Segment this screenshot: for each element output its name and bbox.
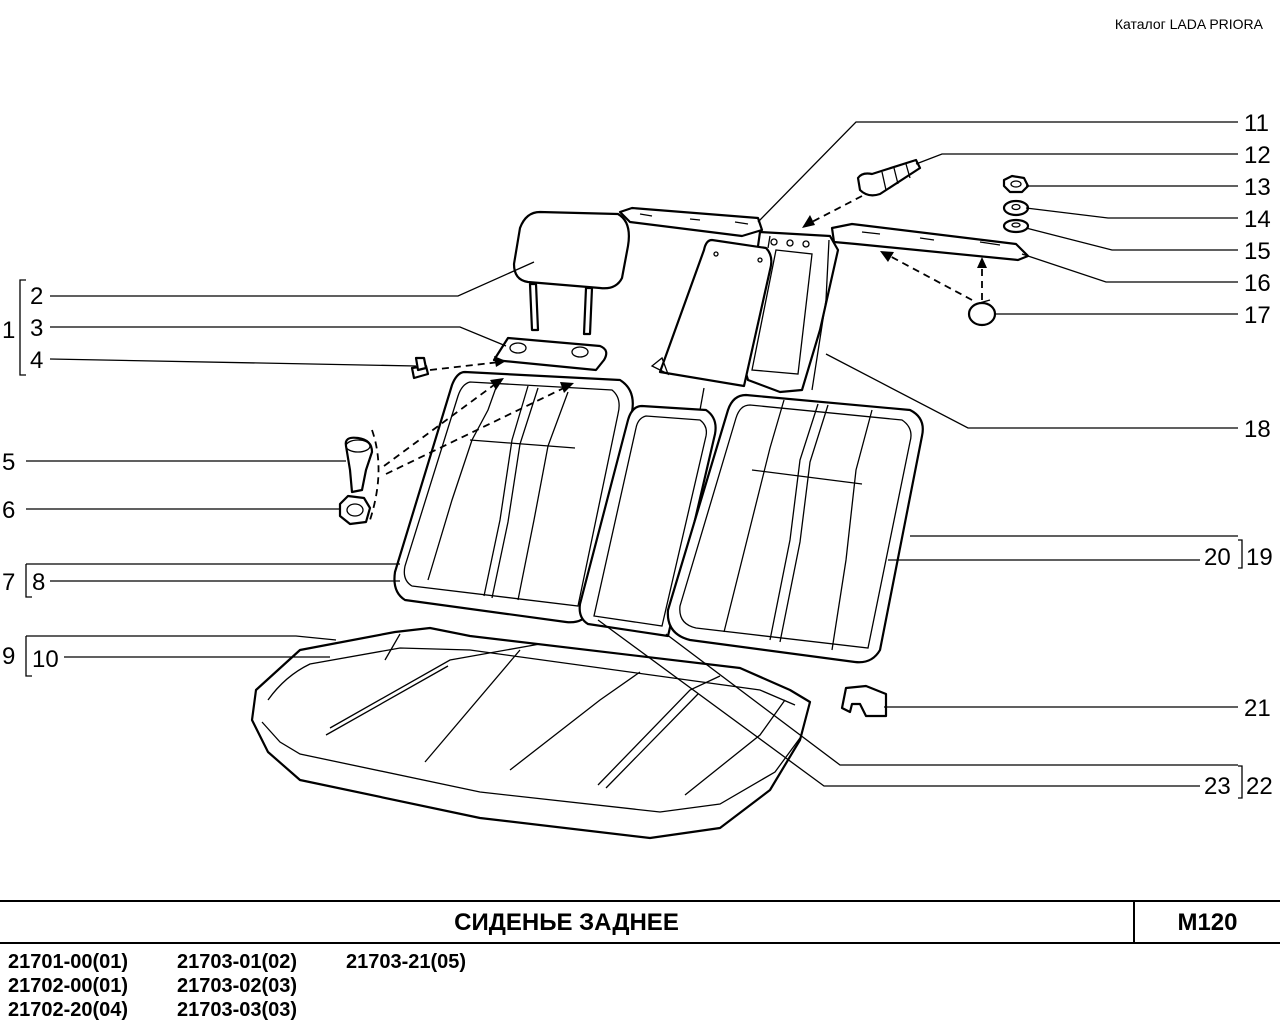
screw-4 [410,356,430,380]
callout-6: 6 [2,497,15,524]
backrest-right [666,393,924,664]
model-column: 21703-21(05) [346,950,466,974]
callout-10: 10 [32,646,59,673]
model-code: 21702-20(04) [8,999,129,1021]
model-code: 21702-00(01) [8,975,129,997]
callout-9: 9 [2,643,15,670]
headrest-guide-plate [492,336,608,372]
assembly-arrows [383,195,987,475]
model-column: 21701-00(01) 21702-00(01) 21702-20(04) [8,950,128,1022]
leader-lines-left [19,261,535,677]
callout-21: 21 [1244,695,1271,722]
model-code: 21703-01(02) [177,951,298,973]
sleeve-5 [344,436,374,494]
headrest [512,210,630,336]
washer-15 [1002,218,1030,234]
seat-exploded-diagram: 2 3 4 1 5 6 7 8 9 10 11 12 13 14 15 16 1… [2,110,1273,840]
model-code: 21703-21(05) [346,951,467,973]
callout-12: 12 [1244,142,1271,169]
callout-3: 3 [30,315,43,342]
clip-21 [840,684,888,718]
callout-23: 23 [1204,773,1231,800]
callouts-left: 2 3 4 1 5 6 7 8 9 10 [2,283,59,673]
seat-cushion [250,626,812,840]
screw-12 [856,158,922,197]
callout-16: 16 [1244,270,1271,297]
callout-22: 22 [1246,773,1273,800]
catalog-name: Каталог LADA PRIORA [1114,16,1263,32]
washer-14 [1002,199,1030,217]
callout-18: 18 [1244,416,1271,443]
sheet-title: СИДЕНЬЕ ЗАДНЕЕ [454,909,679,936]
leader-lines-right [597,121,1243,799]
nut-6 [338,494,372,526]
callout-19: 19 [1246,544,1273,571]
callout-5: 5 [2,449,15,476]
left-bracket [618,206,764,238]
callout-14: 14 [1244,206,1271,233]
callout-15: 15 [1244,238,1271,265]
bracket-arc [369,429,380,521]
hinged-panel [650,238,773,411]
callouts-right: 11 12 13 14 15 16 17 18 20 19 21 23 22 [1204,110,1273,800]
callout-1: 1 [2,317,15,344]
callout-7: 7 [2,569,15,596]
plug-17 [967,299,997,327]
backrest-left [393,370,634,624]
callout-11: 11 [1244,110,1269,137]
callout-4: 4 [30,347,43,374]
callout-13: 13 [1244,174,1271,201]
model-column: 21703-01(02) 21703-02(03) 21703-03(03) [177,950,297,1022]
title-bar: СИДЕНЬЕ ЗАДНЕЕ М120 [0,900,1280,944]
backrest-center [578,404,717,638]
callout-20: 20 [1204,544,1231,571]
right-bracket [830,222,1030,262]
callout-8: 8 [32,569,45,596]
model-code: 21703-03(03) [177,999,298,1021]
nut-13 [1002,174,1030,194]
callout-2: 2 [30,283,43,310]
model-code: 21703-02(03) [177,975,298,997]
callout-17: 17 [1244,302,1271,329]
model-code: 21701-00(01) [8,951,129,973]
sheet-code: М120 [1133,902,1280,942]
